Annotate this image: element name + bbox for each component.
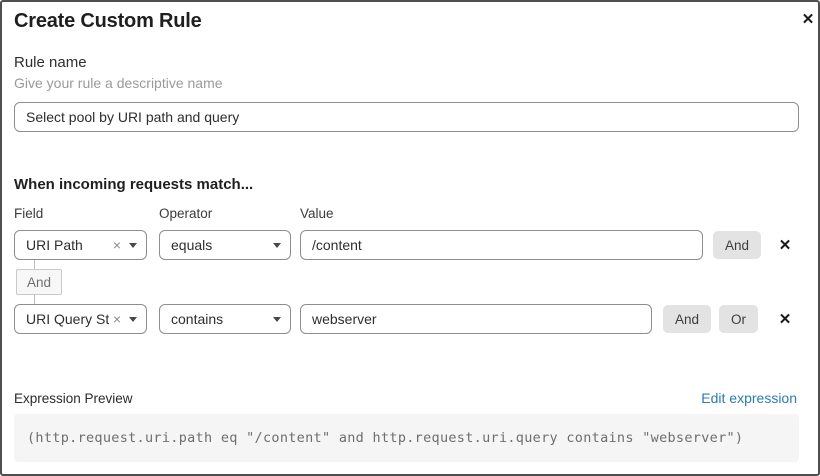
clear-field-icon[interactable]: ×: [112, 237, 121, 253]
column-label-operator: Operator: [159, 206, 213, 221]
field-select-row1[interactable]: URI Path ×: [14, 230, 147, 260]
operator-select-row2[interactable]: contains: [159, 304, 291, 334]
remove-condition-icon-row2[interactable]: ✕: [778, 311, 792, 328]
connector-line-top: [34, 260, 35, 269]
chevron-down-icon: [273, 316, 281, 322]
add-and-button-row1[interactable]: And: [713, 231, 762, 259]
and-connector-chip: And: [16, 269, 63, 295]
clear-field-icon[interactable]: ×: [112, 311, 121, 327]
remove-condition-icon-row1[interactable]: ✕: [778, 237, 792, 254]
field-select-row2-value: URI Query St...: [26, 311, 109, 327]
column-label-field: Field: [14, 206, 44, 221]
add-or-button-row2[interactable]: Or: [719, 305, 758, 333]
chevron-down-icon: [273, 242, 281, 248]
chevron-down-icon: [129, 242, 137, 248]
chevron-down-icon: [129, 316, 137, 322]
rule-name-helper: Give your rule a descriptive name: [14, 75, 223, 91]
close-icon[interactable]: ✕: [801, 11, 815, 28]
expression-preview-label: Expression Preview: [14, 391, 133, 406]
connector-line-bottom: [34, 295, 35, 304]
operator-select-row1[interactable]: equals: [159, 230, 291, 260]
expression-preview-box: (http.request.uri.path eq "/content" and…: [14, 414, 799, 462]
field-select-row2[interactable]: URI Query St... ×: [14, 304, 147, 334]
expression-code: (http.request.uri.path eq "/content" and…: [27, 430, 744, 446]
match-section-title: When incoming requests match...: [14, 176, 254, 193]
field-select-row1-value: URI Path: [26, 237, 83, 253]
column-label-value: Value: [300, 206, 334, 221]
rule-name-input[interactable]: [14, 102, 799, 132]
rule-name-label: Rule name: [14, 54, 87, 71]
operator-select-row2-value: contains: [171, 311, 224, 327]
edit-expression-link[interactable]: Edit expression: [701, 390, 797, 406]
add-and-button-row2[interactable]: And: [663, 305, 712, 333]
page-title: Create Custom Rule: [14, 10, 202, 32]
value-input-row1[interactable]: [300, 230, 703, 260]
operator-select-row1-value: equals: [171, 237, 213, 253]
value-input-row2[interactable]: [300, 304, 652, 334]
